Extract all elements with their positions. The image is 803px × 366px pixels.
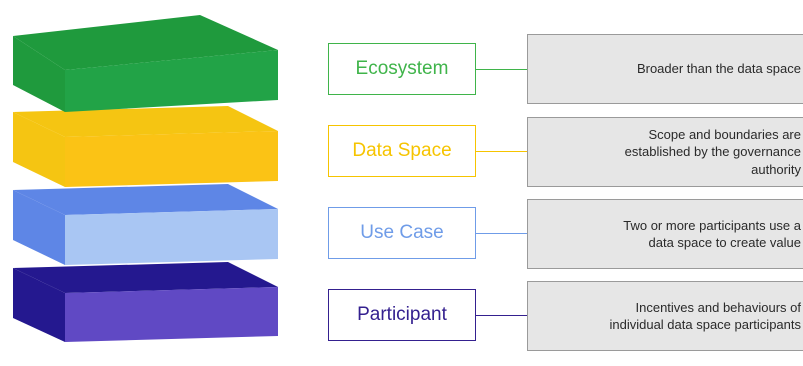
- use-case-block-front: [65, 209, 278, 265]
- participant-description-box: Incentives and behaviours of individual …: [527, 281, 803, 351]
- use-case-connector: [476, 233, 534, 234]
- ecosystem-description-box: Broader than the data space: [527, 34, 803, 104]
- data-space-description: Scope and boundaries are established by …: [625, 126, 801, 177]
- use-case-block: [13, 184, 278, 265]
- participant-block-front: [65, 287, 278, 342]
- participant-description: Incentives and behaviours of individual …: [609, 299, 801, 333]
- data-space-description-box: Scope and boundaries are established by …: [527, 117, 803, 187]
- participant-description-line-1: Incentives and behaviours of: [635, 299, 802, 315]
- data-space-label-box: Data Space: [328, 125, 476, 177]
- use-case-description-line-2: data space to create value: [648, 235, 802, 250]
- data-space-block-front: [65, 131, 278, 187]
- ecosystem-label: Ecosystem: [355, 58, 449, 79]
- data-space-block-side: [13, 112, 65, 187]
- data-space-block: [13, 106, 278, 187]
- data-space-description-line-1: Scope and boundaries are: [648, 127, 801, 143]
- participant-connector: [476, 315, 534, 316]
- ecosystem-block-front: [65, 50, 278, 112]
- use-case-block-side: [13, 190, 65, 265]
- layer-stack: [13, 15, 278, 342]
- data-space-description-line-3: authority: [751, 161, 801, 177]
- ecosystem-description-line-1: Broader than the data space: [636, 61, 801, 77]
- use-case-description: Two or more participants use a data spac…: [623, 217, 801, 251]
- participant-label: Participant: [357, 304, 447, 325]
- data-space-connector: [476, 151, 534, 152]
- participant-description-line-2: individual data space participants: [609, 317, 801, 332]
- data-space-block-top: [13, 106, 278, 137]
- ecosystem-connector: [476, 69, 534, 70]
- ecosystem-block: [13, 15, 278, 112]
- data-space-description-line-2: established by the governance: [624, 144, 801, 160]
- participant-label-box: Participant: [328, 289, 476, 341]
- data-space-label: Data Space: [352, 140, 452, 161]
- use-case-block-top: [13, 184, 278, 215]
- participant-block-top: [13, 262, 278, 293]
- ecosystem-block-top: [13, 15, 278, 70]
- use-case-description-line-1: Two or more participants use a: [623, 217, 801, 233]
- ecosystem-description: Broader than the data space: [637, 60, 801, 77]
- ecosystem-block-side: [13, 36, 65, 112]
- use-case-label-box: Use Case: [328, 207, 476, 259]
- participant-block: [13, 262, 278, 342]
- use-case-label: Use Case: [360, 222, 444, 243]
- participant-block-side: [13, 268, 65, 342]
- ecosystem-label-box: Ecosystem: [328, 43, 476, 95]
- use-case-description-box: Two or more participants use a data spac…: [527, 199, 803, 269]
